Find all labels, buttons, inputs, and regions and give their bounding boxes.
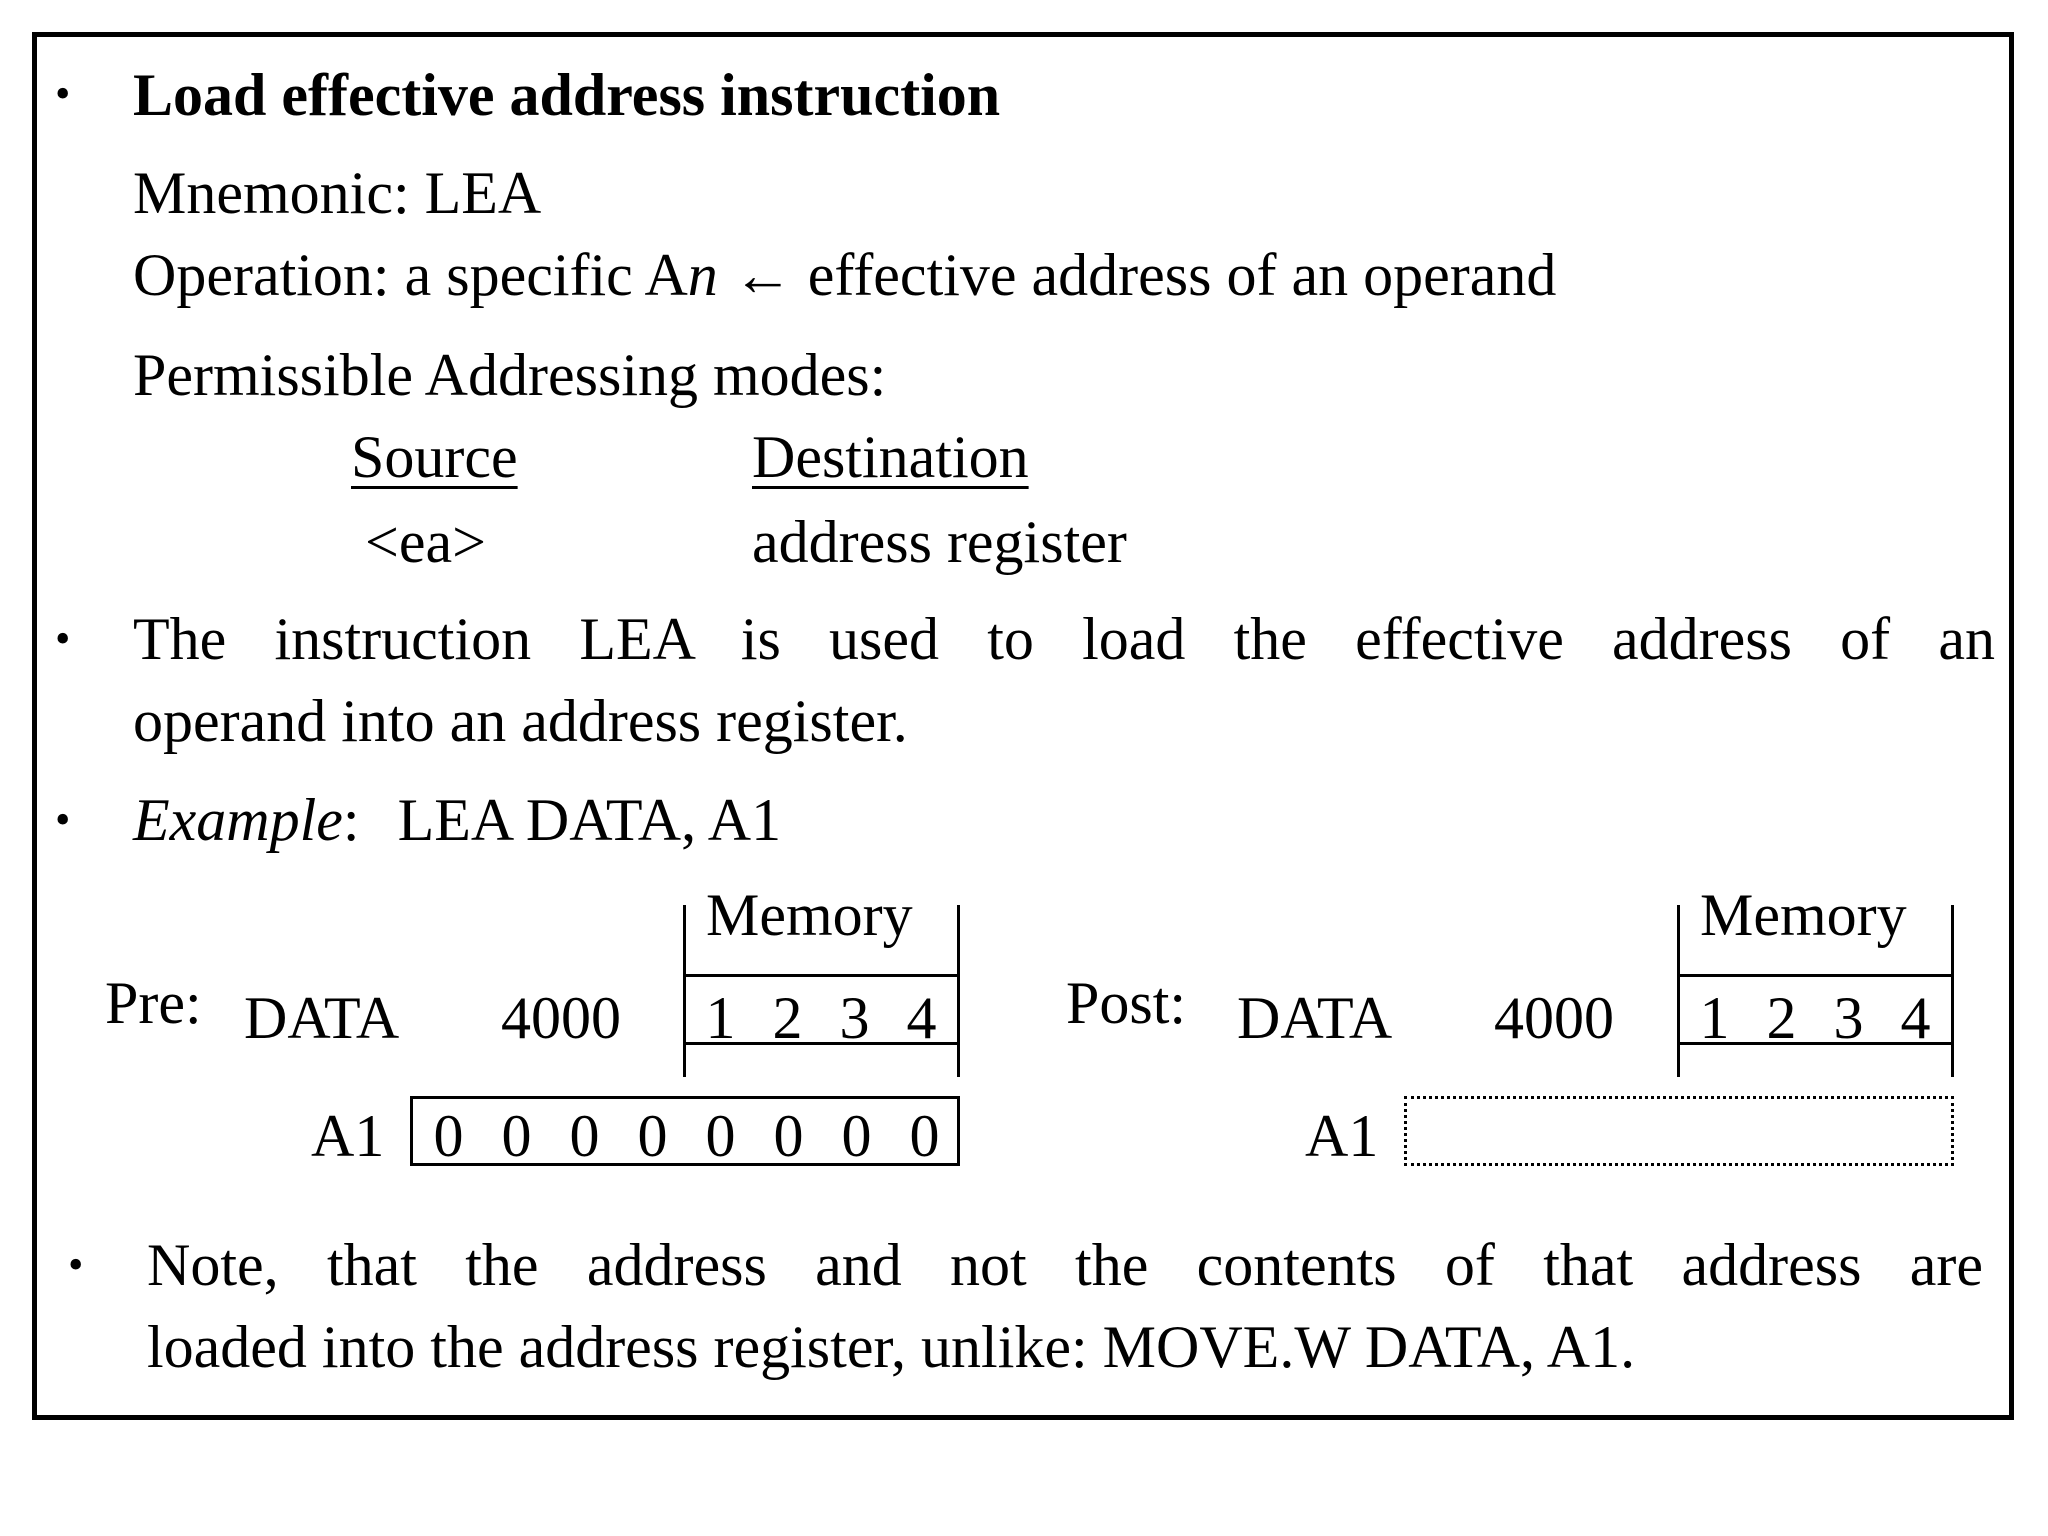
modes-label: Permissible Addressing modes: [133, 342, 887, 408]
example-colon: : [342, 787, 360, 853]
pre-memory-right-edge [957, 905, 960, 1077]
slide-heading: Load effective address instruction [133, 62, 1001, 128]
operation-line: Operation: a specific An ← effective add… [133, 245, 1556, 305]
pre-register-digit: 0 [841, 1103, 872, 1169]
example-code: LEA DATA, A1 [397, 787, 782, 853]
operation-suffix: ← effective address of an operand [717, 242, 1557, 308]
modes-header-source: Source [351, 424, 518, 490]
pre-register-digit: 0 [501, 1103, 532, 1169]
modes-source-value: <ea> [365, 509, 486, 575]
post-memory-digit: 4 [1900, 985, 1931, 1051]
modes-destination-value: address register [752, 509, 1127, 575]
pre-memory-label: Memory [706, 882, 913, 948]
example-label: Example [133, 787, 343, 853]
post-memory-digit: 3 [1833, 985, 1864, 1051]
modes-header-destination: Destination [752, 424, 1029, 490]
post-label: Post: [1066, 970, 1187, 1036]
pre-address: 4000 [501, 985, 621, 1051]
pre-register-digit: 0 [705, 1103, 736, 1169]
note-line-1: Note, that the address and not the conte… [147, 1232, 1983, 1298]
post-memory-digit: 2 [1766, 985, 1797, 1051]
post-memory-digit: 1 [1699, 985, 1730, 1051]
post-symbol: DATA [1237, 985, 1393, 1051]
pre-memory-bottom-rule [683, 1042, 960, 1045]
bullet-marker: • [55, 69, 71, 118]
post-register-box [1404, 1096, 1954, 1166]
pre-register-digit: 0 [569, 1103, 600, 1169]
pre-memory-digit: 2 [772, 985, 803, 1051]
post-memory-bottom-rule [1677, 1042, 1954, 1045]
pre-memory-top-rule [683, 974, 960, 977]
pre-memory-left-edge [683, 905, 686, 1077]
post-address: 4000 [1494, 985, 1614, 1051]
description-line-2: operand into an address register. [133, 688, 908, 754]
bullet-marker: • [55, 614, 71, 663]
post-memory-top-rule [1677, 974, 1954, 977]
post-register-label: A1 [1305, 1103, 1379, 1169]
mnemonic-line: Mnemonic: LEA [133, 160, 542, 226]
operation-prefix: Operation: a specific A [133, 242, 688, 308]
bullet-marker: • [55, 795, 71, 844]
bullet-marker: • [68, 1240, 84, 1289]
pre-register-digit: 0 [637, 1103, 668, 1169]
post-memory-left-edge [1677, 905, 1680, 1077]
pre-register-digit: 0 [909, 1103, 940, 1169]
pre-symbol: DATA [244, 985, 400, 1051]
example-line: Example: LEA DATA, A1 [133, 790, 781, 850]
note-line-2: loaded into the address register, unlike… [147, 1314, 1636, 1380]
post-memory-right-edge [1951, 905, 1954, 1077]
pre-register-digit: 0 [773, 1103, 804, 1169]
pre-label: Pre: [105, 970, 202, 1036]
description-line-1: The instruction LEA is used to load the … [133, 606, 1995, 672]
pre-memory-digit: 3 [839, 985, 870, 1051]
pre-register-box [410, 1096, 960, 1166]
pre-register-digit: 0 [433, 1103, 464, 1169]
slide-frame [32, 32, 2014, 1420]
operation-italic: n [687, 242, 718, 308]
pre-memory-digit: 1 [705, 985, 736, 1051]
post-memory-label: Memory [1700, 882, 1907, 948]
pre-memory-digit: 4 [906, 985, 937, 1051]
pre-register-label: A1 [311, 1103, 385, 1169]
